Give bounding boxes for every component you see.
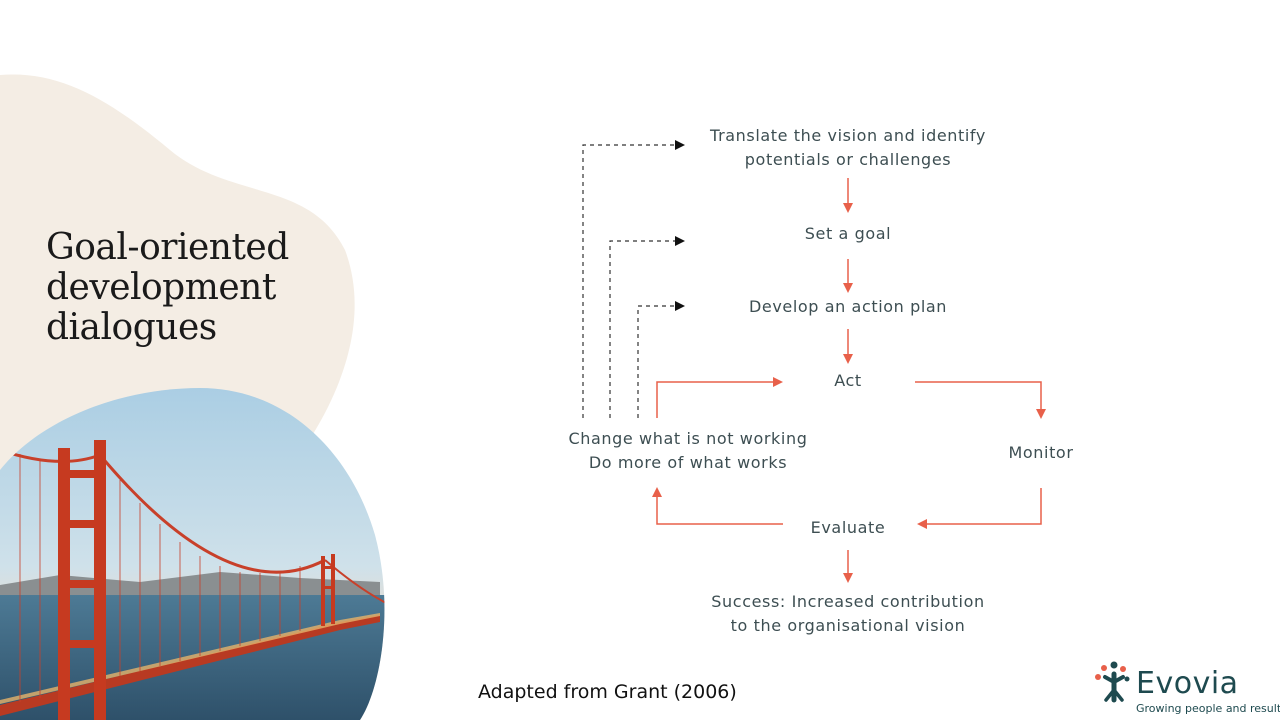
arrow-evaluate-to-change (652, 487, 783, 525)
feedback-arrow-to-translate (582, 140, 685, 418)
title-line-1: Goal-oriented (46, 227, 289, 268)
arrow-monitor-to-evaluate (917, 488, 1042, 529)
step-translate-vision: Translate the vision and identify potent… (710, 126, 986, 169)
step-success: Success: Increased contribution to the o… (711, 592, 985, 635)
people-icon (1095, 661, 1130, 703)
step-set-goal: Set a goal (804, 224, 892, 243)
step-change: Change what is not working Do more of wh… (568, 429, 808, 472)
arrow-act-to-monitor (915, 381, 1046, 419)
step-action-plan: Develop an action plan (748, 297, 948, 316)
logo-wordmark: Evovia (1136, 666, 1239, 701)
title-line-3: dialogues (46, 307, 217, 348)
step-monitor: Monitor (1008, 443, 1074, 462)
step-evaluate: Evaluate (810, 518, 886, 537)
feedback-arrow-to-goal (609, 236, 685, 418)
evovia-logo: Evovia Growing people and results (1092, 660, 1280, 716)
bridge-photo (0, 388, 385, 720)
step-act: Act (834, 371, 862, 390)
slide-title: Goal-oriented development dialogues (46, 228, 346, 348)
arrow-change-to-act (656, 377, 783, 418)
title-line-2: development (46, 267, 276, 308)
source-citation: Adapted from Grant (2006) (478, 681, 737, 703)
feedback-arrow-to-plan (637, 301, 685, 418)
logo-tagline: Growing people and results (1136, 702, 1280, 715)
